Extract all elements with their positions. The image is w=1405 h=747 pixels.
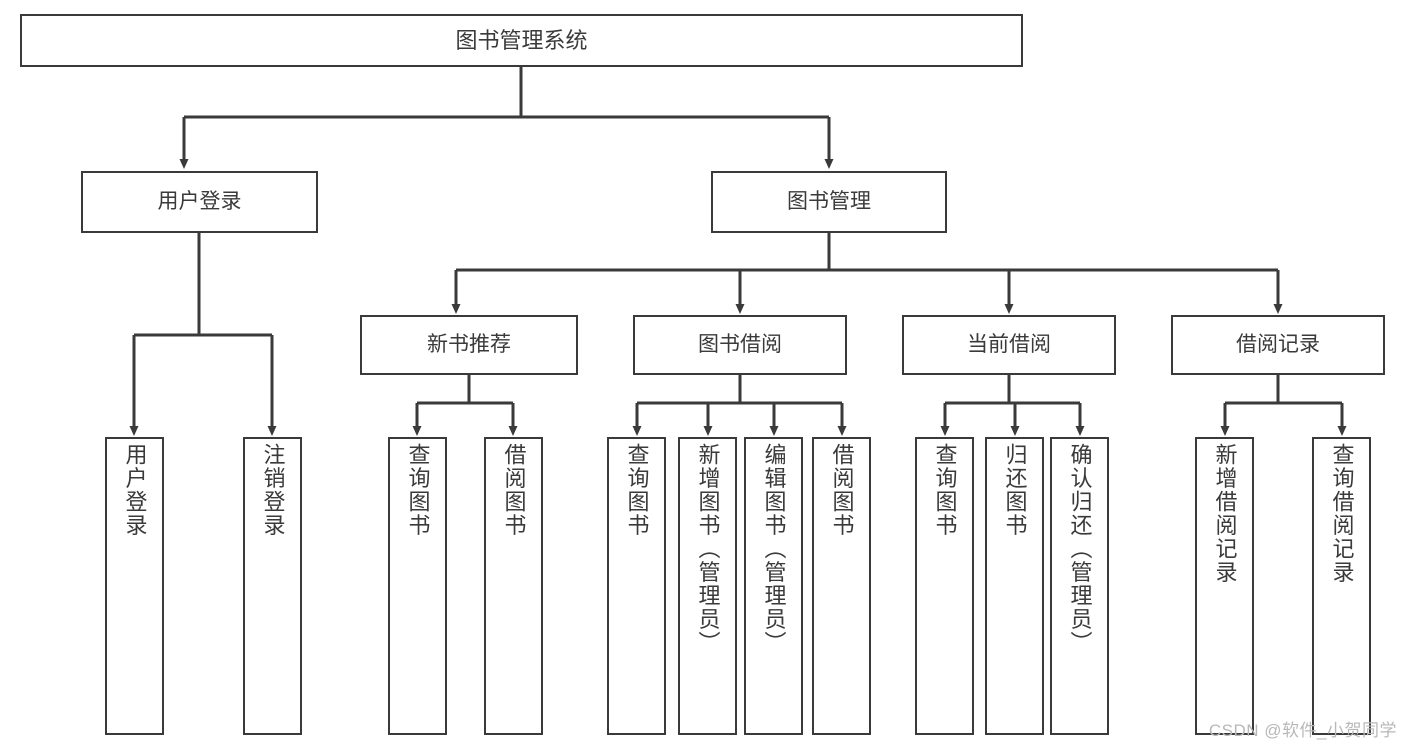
node-label: 查询借阅记录 <box>1329 443 1355 584</box>
node-label: 归还图书 <box>1002 443 1028 537</box>
leaf-query-book-borrow[interactable]: 查询图书 <box>607 437 666 735</box>
leaf-logout-login[interactable]: 注销登录 <box>243 437 302 735</box>
node-user-login[interactable]: 用户登录 <box>81 171 318 233</box>
node-label: 查询图书 <box>405 443 431 537</box>
csdn-watermark: CSDN @软件_小贺同学 <box>1208 721 1397 740</box>
node-current-borrow[interactable]: 当前借阅 <box>902 315 1116 375</box>
node-label: 注销登录 <box>260 443 286 537</box>
leaf-query-book-recommend[interactable]: 查询图书 <box>388 437 447 735</box>
leaf-user-login[interactable]: 用户登录 <box>105 437 164 735</box>
node-label: 图书借阅 <box>698 332 782 356</box>
node-new-book-recommend[interactable]: 新书推荐 <box>360 315 578 375</box>
leaf-confirm-return[interactable]: 确认归还（管理员） <box>1050 437 1109 735</box>
leaf-borrow-book[interactable]: 借阅图书 <box>812 437 871 735</box>
node-label: 编辑图书（管理员） <box>761 443 787 655</box>
node-label: 新增图书（管理员） <box>695 443 721 655</box>
node-root-system[interactable]: 图书管理系统 <box>20 14 1023 67</box>
node-label: 借阅图书 <box>829 443 855 537</box>
node-label: 查询图书 <box>932 443 958 537</box>
node-label: 借阅图书 <box>501 443 527 537</box>
node-label: 用户登录 <box>157 189 242 213</box>
leaf-add-book[interactable]: 新增图书（管理员） <box>678 437 737 735</box>
node-label: 借阅记录 <box>1236 332 1320 356</box>
leaf-return-book[interactable]: 归还图书 <box>985 437 1044 735</box>
node-label: 新增借阅记录 <box>1212 443 1238 584</box>
leaf-query-borrow-record[interactable]: 查询借阅记录 <box>1312 437 1371 735</box>
leaf-add-borrow-record[interactable]: 新增借阅记录 <box>1195 437 1254 735</box>
node-borrow-record[interactable]: 借阅记录 <box>1171 315 1385 375</box>
node-label: 新书推荐 <box>427 332 511 356</box>
node-label: 图书管理系统 <box>455 27 588 53</box>
leaf-edit-book[interactable]: 编辑图书（管理员） <box>744 437 803 735</box>
leaf-borrow-book-recommend[interactable]: 借阅图书 <box>484 437 543 735</box>
leaf-query-book-current[interactable]: 查询图书 <box>915 437 974 735</box>
node-label: 图书管理 <box>787 189 871 213</box>
node-label: 查询图书 <box>624 443 650 537</box>
node-label: 用户登录 <box>122 443 148 537</box>
node-label: 当前借阅 <box>967 332 1051 356</box>
node-book-borrow[interactable]: 图书借阅 <box>633 315 847 375</box>
node-label: 确认归还（管理员） <box>1067 443 1093 655</box>
node-book-manage[interactable]: 图书管理 <box>711 171 947 233</box>
